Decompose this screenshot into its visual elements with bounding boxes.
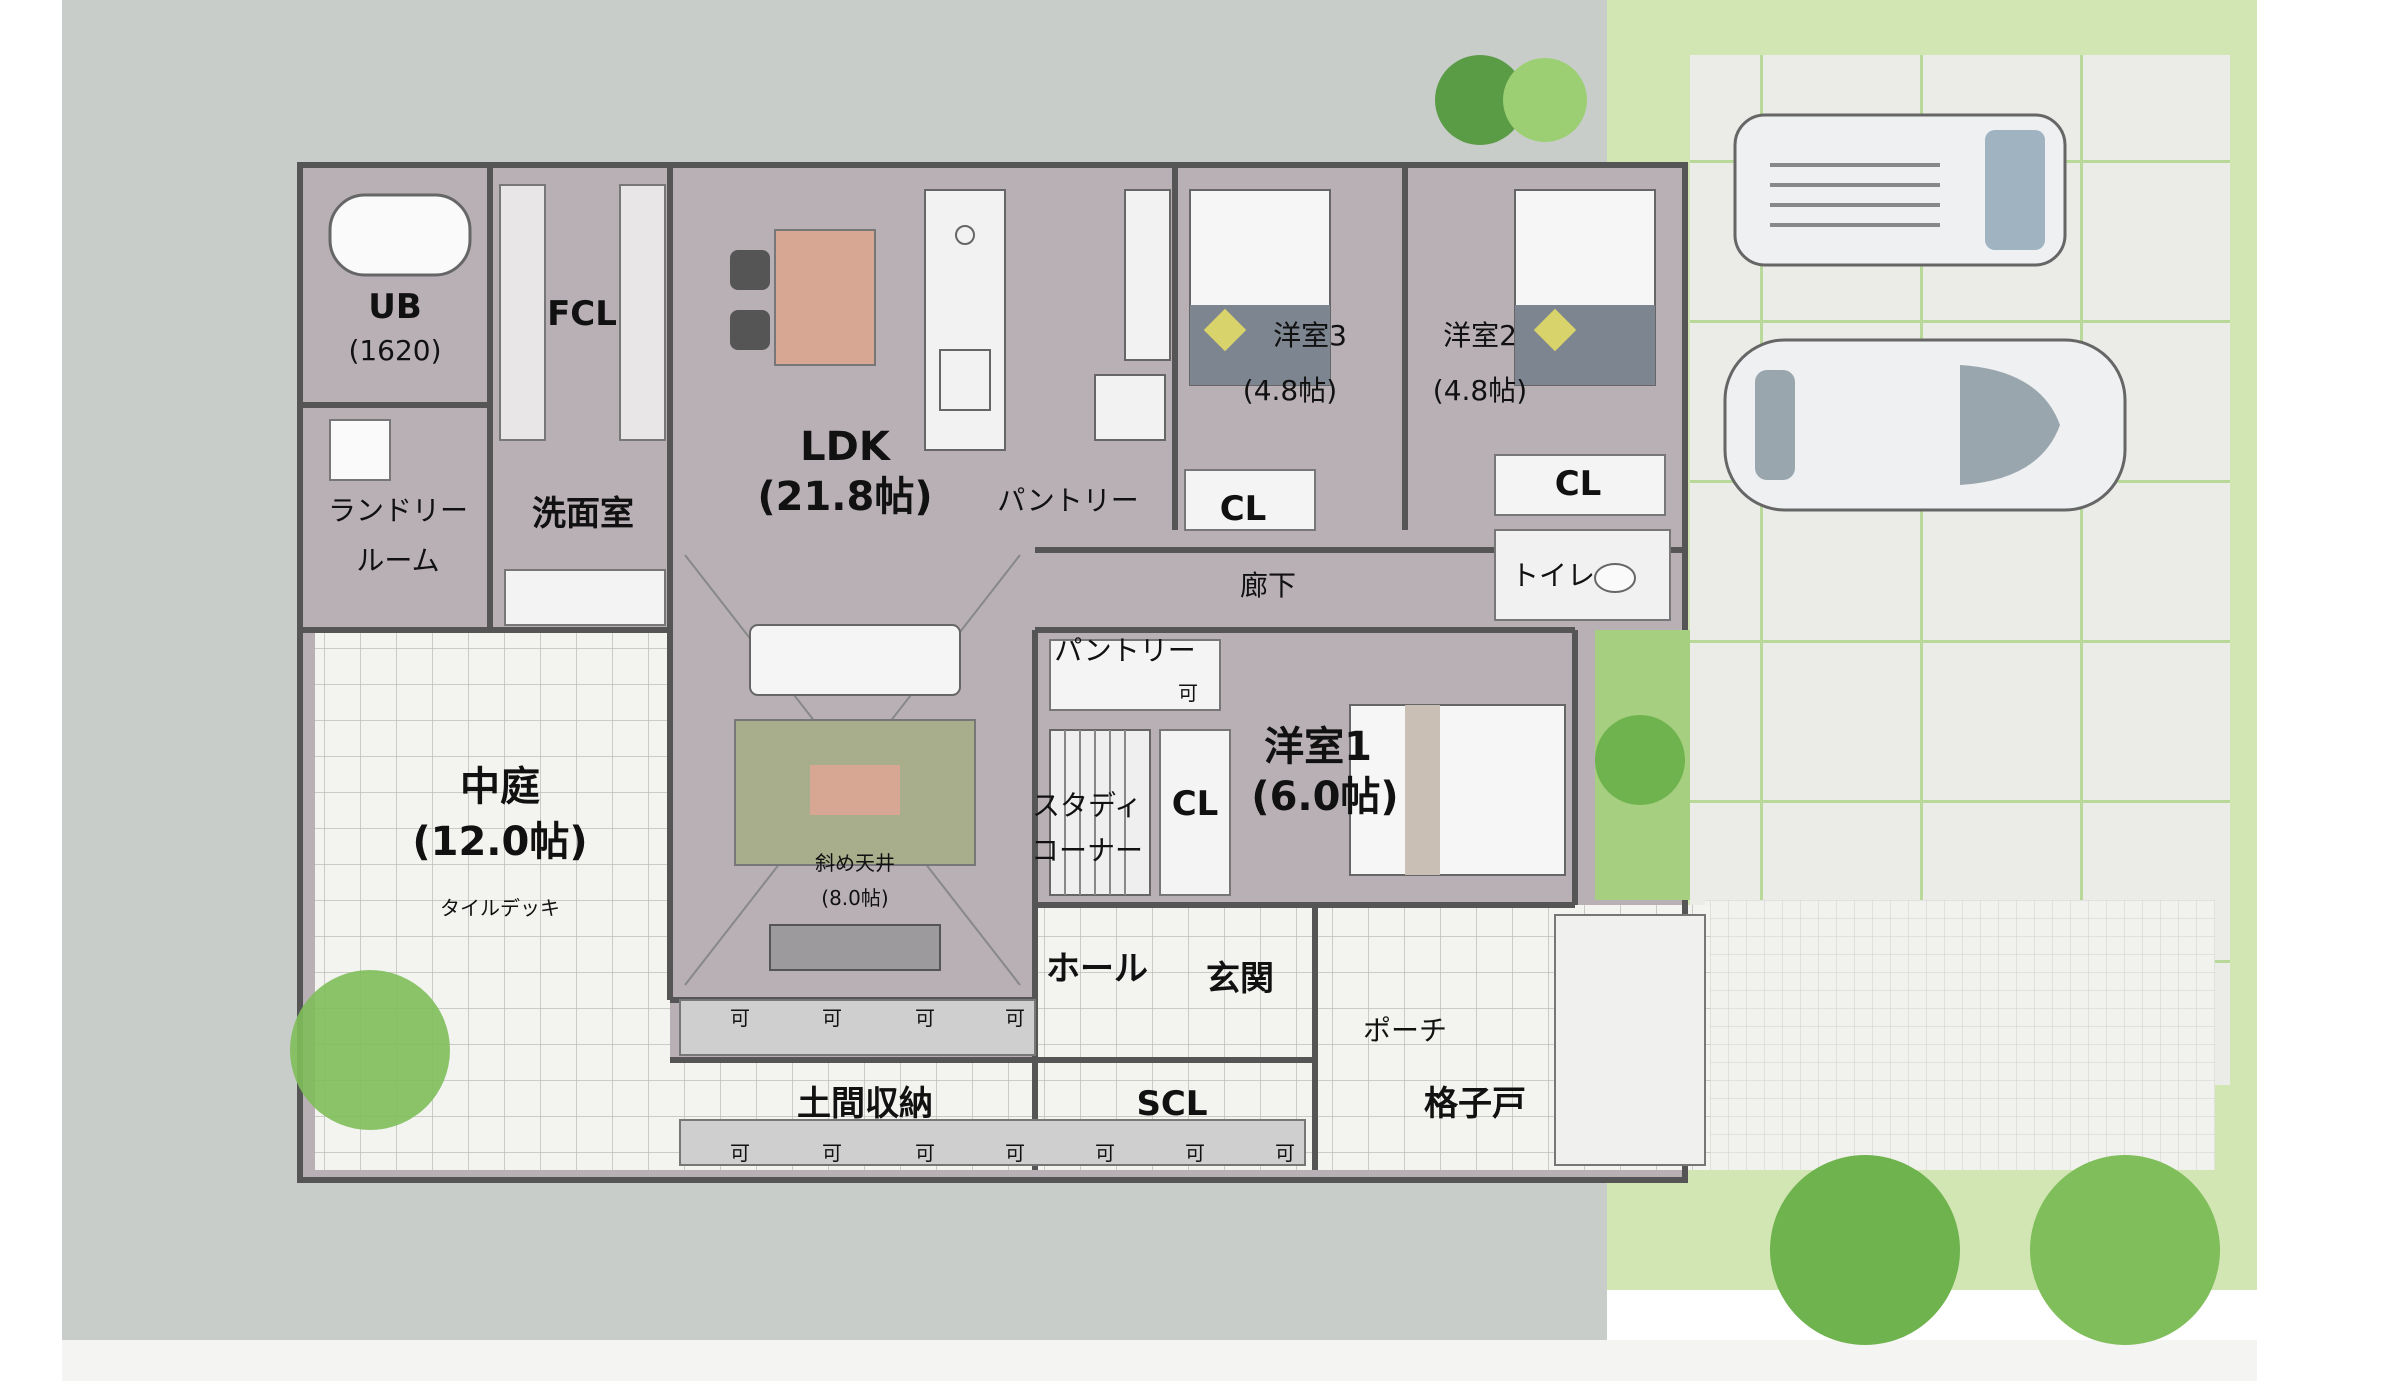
bed-icon bbox=[1514, 189, 1656, 386]
partition-walls bbox=[300, 165, 1685, 1170]
label-ka: 可 bbox=[730, 1006, 750, 1030]
sofa-icon bbox=[749, 624, 961, 696]
car-icon bbox=[1733, 113, 2067, 267]
doma-storage-upper bbox=[679, 999, 1036, 1056]
label-ub-size: (1620) bbox=[348, 334, 441, 367]
toilet-room bbox=[1494, 529, 1671, 621]
bathtub-icon bbox=[328, 193, 472, 277]
wash-basin bbox=[504, 569, 666, 626]
label-ka: 可 bbox=[1095, 1141, 1115, 1165]
label-courtyard-size: (12.0帖) bbox=[412, 819, 587, 865]
toilet-icon bbox=[1594, 563, 1636, 593]
label-pantry-mid: パントリー bbox=[1054, 634, 1195, 667]
label-ka: 可 bbox=[1005, 1141, 1025, 1165]
label-ka: 可 bbox=[822, 1141, 842, 1165]
label-ka: 可 bbox=[915, 1141, 935, 1165]
label-pantry-top: パントリー bbox=[997, 484, 1138, 517]
coffee-table bbox=[810, 765, 900, 815]
label-tile-deck: タイルデッキ bbox=[440, 896, 560, 920]
entrance-tiles bbox=[1035, 905, 1315, 1065]
tree-icon bbox=[290, 55, 2220, 1345]
label-room2-size: (4.8帖) bbox=[1433, 374, 1527, 407]
label-room3-size: (4.8帖) bbox=[1243, 374, 1337, 407]
street bbox=[62, 1340, 2257, 1381]
shelf-unit bbox=[1124, 189, 1171, 361]
washer-icon bbox=[329, 419, 391, 481]
label-room1: 洋室1 bbox=[1264, 724, 1372, 770]
dining-table-icon bbox=[730, 229, 876, 366]
label-slope-ceiling: 斜め天井 bbox=[815, 851, 895, 875]
approach-paving bbox=[1705, 900, 2215, 1170]
label-slope-size: (8.0帖) bbox=[821, 886, 888, 910]
fcl-shelf bbox=[499, 184, 546, 441]
label-courtyard: 中庭 bbox=[460, 764, 540, 810]
kitchen-counter-icon bbox=[924, 189, 1006, 451]
closet-box bbox=[1184, 469, 1316, 531]
closet-box bbox=[1159, 729, 1231, 896]
tv-board bbox=[769, 924, 941, 971]
doma-storage-lower bbox=[679, 1119, 1306, 1166]
label-ka: 可 bbox=[1185, 1141, 1205, 1165]
label-toilet: トイレ bbox=[1511, 559, 1595, 592]
label-entrance: 玄関 bbox=[1206, 959, 1274, 999]
label-ub: UB bbox=[368, 287, 422, 327]
label-ldk-size: (21.8帖) bbox=[757, 474, 932, 520]
label-cl-study: CL bbox=[1172, 784, 1219, 824]
label-ka: 可 bbox=[1005, 1006, 1025, 1030]
label-study-2: コーナー bbox=[1031, 834, 1143, 867]
bed-icon bbox=[1349, 704, 1566, 876]
label-hall: ホール bbox=[1046, 949, 1148, 989]
label-lattice-door: 格子戸 bbox=[1424, 1084, 1526, 1124]
label-room3: 洋室3 bbox=[1273, 319, 1347, 352]
label-ka-pantry: 可 bbox=[1178, 681, 1198, 705]
label-room2: 洋室2 bbox=[1443, 319, 1517, 352]
shelf-unit bbox=[1094, 374, 1166, 441]
stairs bbox=[1049, 729, 1151, 896]
label-ka: 可 bbox=[1275, 1141, 1295, 1165]
label-cl-top: CL bbox=[1220, 489, 1267, 529]
storage-door-marks: 可 可 可 可 可 可 可 可 可 可 可 bbox=[730, 1006, 1295, 1165]
label-study-1: スタディ bbox=[1032, 789, 1142, 822]
label-scl: SCL bbox=[1136, 1084, 1207, 1124]
closet-box bbox=[1494, 454, 1666, 516]
fcl-shelf bbox=[619, 184, 666, 441]
label-ka: 可 bbox=[915, 1006, 935, 1030]
closet-box bbox=[1049, 639, 1221, 711]
label-washroom: 洗面室 bbox=[532, 494, 634, 534]
label-corridor: 廊下 bbox=[1240, 569, 1296, 602]
porch-steps bbox=[1554, 914, 1706, 1166]
bed-icon bbox=[1189, 189, 1331, 386]
room-labels: UB (1620) FCL LDK (21.8帖) パントリー CL 洋室3 (… bbox=[328, 287, 1601, 1124]
label-laundry-2: ルーム bbox=[356, 544, 439, 577]
label-room1-size: (6.0帖) bbox=[1251, 774, 1398, 820]
car-icon bbox=[1723, 338, 2127, 512]
label-cl-room2: CL bbox=[1555, 464, 1602, 504]
label-ldk: LDK bbox=[800, 424, 892, 470]
label-doma-storage: 土間収納 bbox=[797, 1084, 933, 1124]
label-ka: 可 bbox=[730, 1141, 750, 1165]
label-porch: ポーチ bbox=[1363, 1014, 1447, 1047]
label-fcl: FCL bbox=[547, 294, 617, 334]
label-ka: 可 bbox=[822, 1006, 842, 1030]
label-laundry-1: ランドリー bbox=[328, 494, 468, 527]
